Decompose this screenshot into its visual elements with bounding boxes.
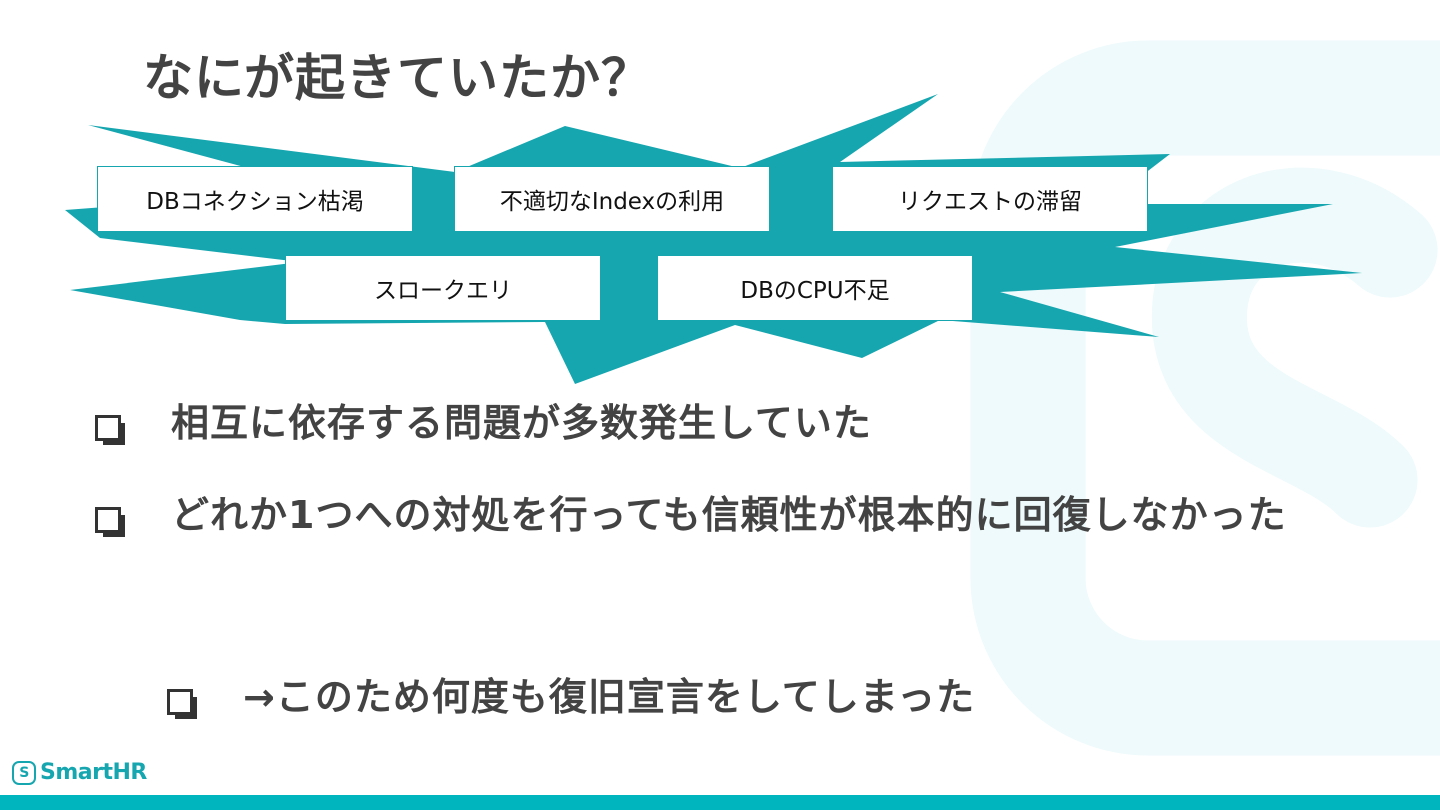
checkbox-bullet-icon [95, 507, 125, 537]
smarthr-logo: S SmartHR [12, 760, 147, 785]
issue-box-db-connection: DBコネクション枯渇 [97, 166, 413, 232]
smarthr-logo-icon: S [12, 760, 36, 785]
issue-box-slow-query: スロークエリ [285, 255, 601, 321]
footer-accent-bar [0, 795, 1440, 810]
bullet-text: 相互に依存する問題が多数発生していた [171, 401, 872, 445]
slide-title: なにが起きていたか？ [143, 49, 652, 107]
bullet-text: どれか1つへの対処を行っても信頼性が根本的に回復しなかった [171, 493, 1287, 537]
issue-box-db-cpu: DBのCPU不足 [657, 255, 973, 321]
issue-box-request-backlog: リクエストの滞留 [832, 166, 1148, 232]
issue-box-index-usage: 不適切なIndexの利用 [454, 166, 770, 232]
checkbox-bullet-icon [95, 415, 125, 445]
bullet-item: 相互に依存する問題が多数発生していた [95, 401, 872, 469]
sub-bullet-text: →このため何度も復旧宣言をしてしまった [243, 675, 976, 719]
checkbox-bullet-icon [167, 689, 197, 719]
smarthr-logo-text: SmartHR [40, 760, 147, 785]
bullet-item: どれか1つへの対処を行っても信頼性が根本的に回復しなかった [95, 493, 1345, 561]
sub-bullet-item: →このため何度も復旧宣言をしてしまった [167, 675, 975, 743]
